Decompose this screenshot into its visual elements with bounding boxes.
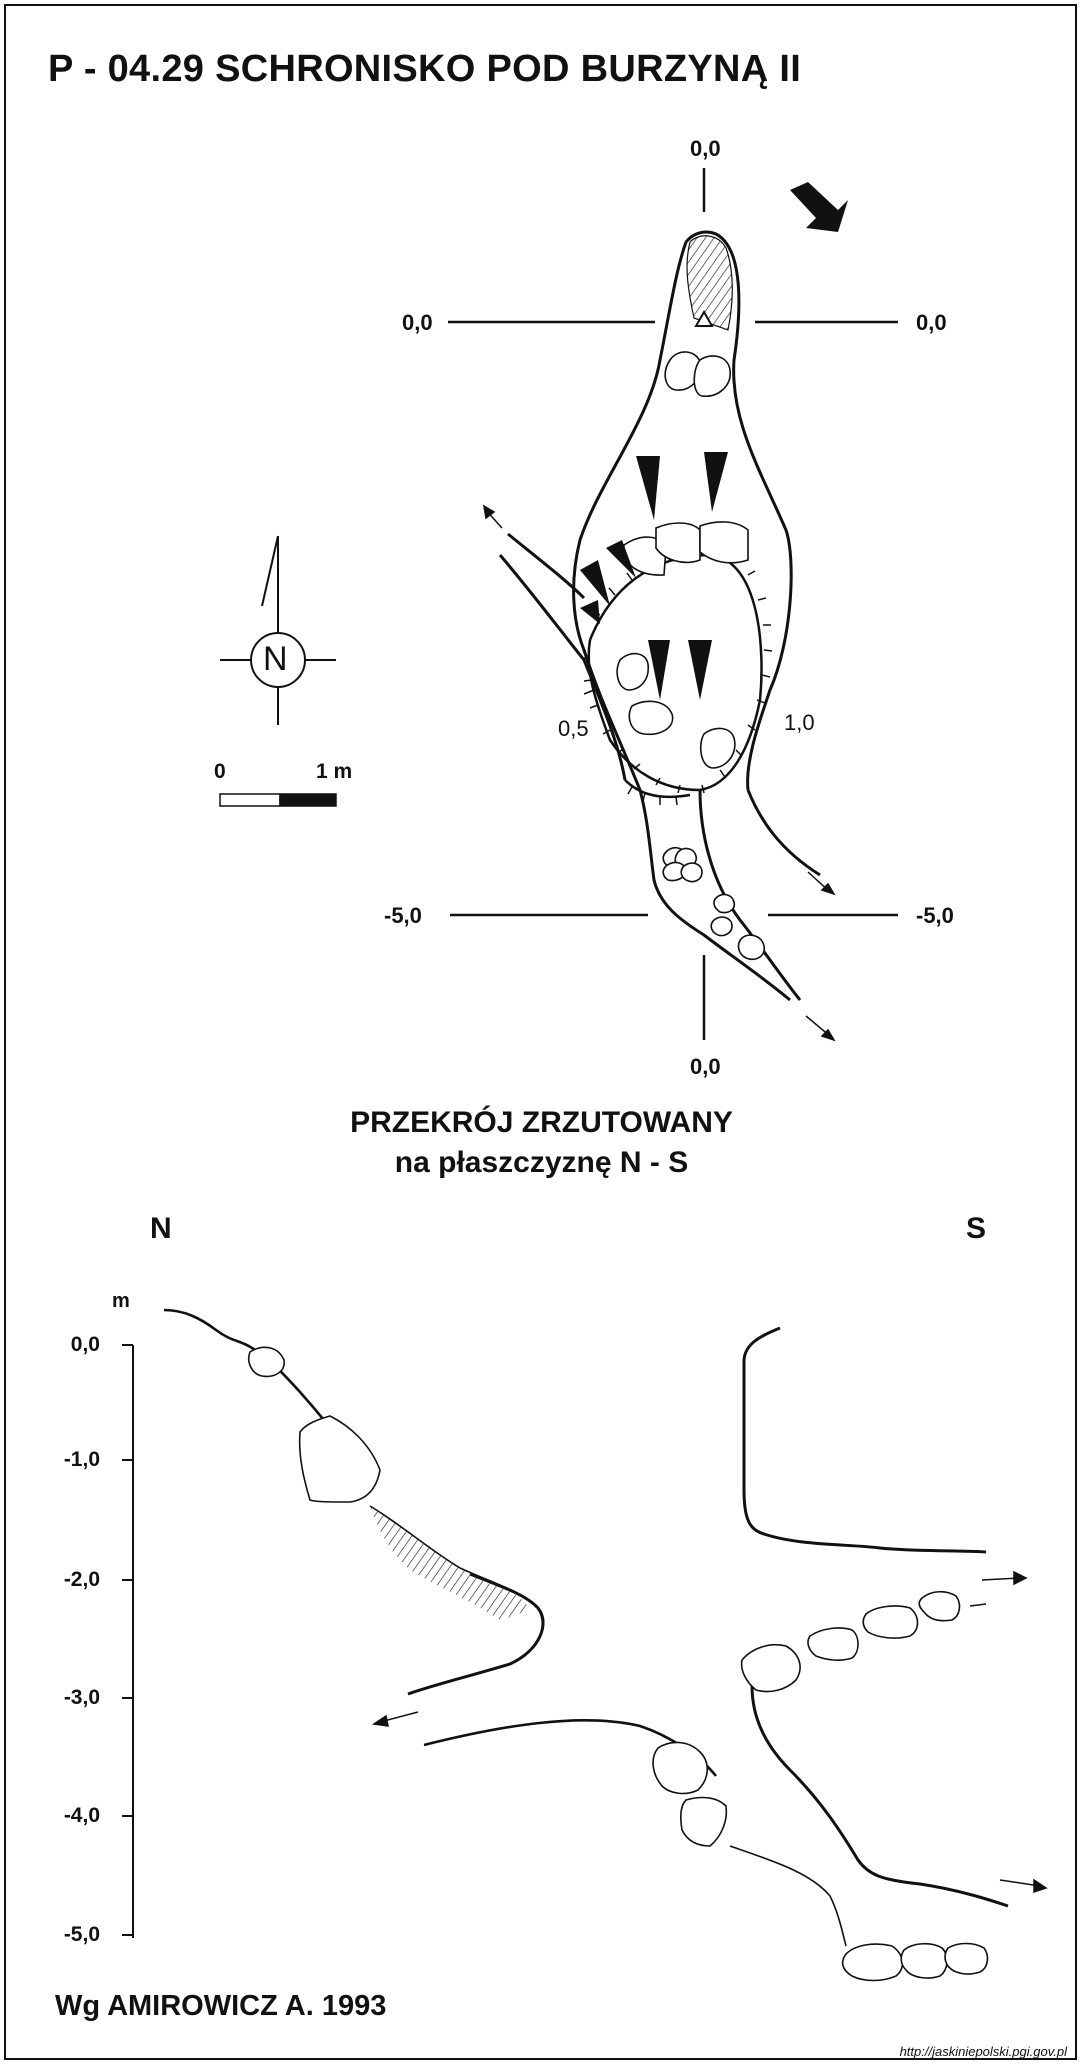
coord-left-upper: 0,0 <box>402 310 433 335</box>
survey-point-icon <box>694 309 714 327</box>
source-url: http://jaskiniepolski.pgi.gov.pl <box>899 2044 1067 2059</box>
section-floor-bottom <box>729 1845 847 1947</box>
drop-edge-lower <box>624 779 691 799</box>
y-tick-label: -4,0 <box>63 1804 100 1827</box>
slope-markers <box>580 452 728 700</box>
map-title: P - 04.29 SCHRONISKO POD BURZYNĄ II <box>48 48 802 90</box>
y-axis-unit: m <box>112 1290 130 1312</box>
map-frame <box>4 4 1077 2060</box>
scale-label-zero: 0 <box>214 760 226 783</box>
coord-right-lower: -5,0 <box>916 903 954 928</box>
cave-wall-left-inner <box>507 532 586 600</box>
section-view <box>122 1308 1048 1982</box>
drop-tick-left <box>583 689 595 695</box>
author-credit: Wg AMIROWICZ A. 1993 <box>55 1990 387 2022</box>
coord-right-upper: 0,0 <box>916 310 947 335</box>
drop-edge <box>587 553 763 792</box>
section-ledge <box>969 1603 987 1607</box>
drop-ticks <box>582 547 773 794</box>
coord-bottom: 0,0 <box>690 1054 721 1079</box>
cave-outline <box>572 230 793 1002</box>
section-wall-south-upper <box>742 1326 987 1554</box>
north-arrow-icon <box>220 535 336 725</box>
y-axis-ticks <box>122 1344 133 1936</box>
scale-bar <box>219 793 337 807</box>
entrance-arrow-icon <box>790 182 848 232</box>
y-tick-label: -3,0 <box>63 1686 100 1709</box>
direction-north: N <box>150 1212 172 1245</box>
sediment-hatch <box>370 1506 530 1620</box>
depth-label-right: 1,0 <box>784 710 815 735</box>
cave-wall-left-outer <box>498 554 627 781</box>
direction-south: S <box>966 1212 987 1245</box>
entrance-hatch <box>686 235 733 331</box>
plan-view <box>219 168 898 1042</box>
y-tick-label: -5,0 <box>63 1923 100 1946</box>
boulders-plan <box>616 351 766 961</box>
cave-wall-mid <box>698 789 802 1001</box>
north-letter: N <box>263 640 288 678</box>
y-tick-label: 0,0 <box>70 1333 100 1356</box>
section-title: PRZEKRÓJ ZRZUTOWANY <box>350 1106 733 1139</box>
passage-arrows <box>482 504 836 1042</box>
coord-left-lower: -5,0 <box>384 903 422 928</box>
section-wall-north-mid-thick <box>407 1572 545 1696</box>
y-tick-label: -2,0 <box>63 1568 100 1591</box>
coord-top: 0,0 <box>690 136 721 161</box>
section-wall-north-upper <box>163 1308 332 1429</box>
cave-wall-right-lower <box>746 789 821 877</box>
section-arrows <box>371 1570 1048 1894</box>
section-subtitle: na płaszczyznę N - S <box>394 1146 689 1179</box>
drop-ticks-lower <box>627 786 678 806</box>
boulders-section <box>247 1346 989 1982</box>
depth-label-left: 0,5 <box>558 716 589 741</box>
scale-label-one-meter: 1 m <box>316 760 353 783</box>
y-tick-label: -1,0 <box>63 1448 100 1471</box>
section-wall-south-lower <box>750 1685 1009 1908</box>
